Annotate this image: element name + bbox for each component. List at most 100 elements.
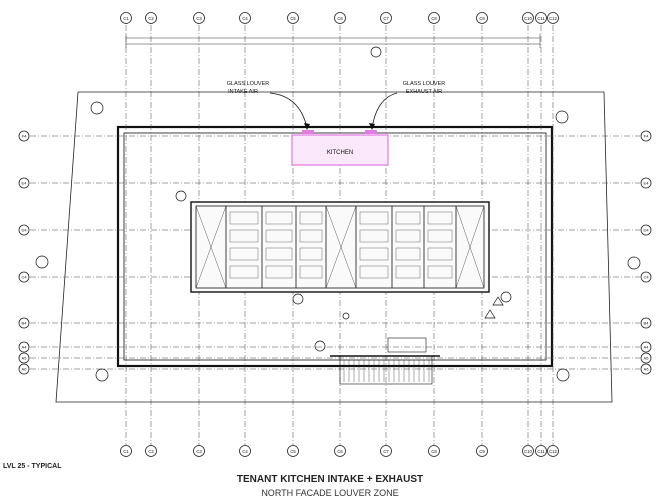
column-grid-bubble [476,12,488,24]
intake-label-line2: INTAKE AIR [228,89,258,95]
core-fixture [299,265,323,279]
row-grid-label: B4 [644,321,650,326]
intake-arrowhead [304,123,310,130]
row-grid-bubble [640,341,652,353]
core-fixture [359,211,389,225]
column-grid-bubble [287,12,299,24]
column-grid-bubble [120,12,132,24]
column-grid-bubble [334,12,346,24]
intake-label-line1: GLASS LOUVER [227,81,270,87]
row-grid-bubble [18,130,30,142]
core-fixture [395,229,421,243]
core-fixture [427,265,453,279]
column-grid-label: C2 [148,16,154,21]
column-grid-bubble [239,12,251,24]
column-grid-bubble [522,12,534,24]
exhaust-label-line1: GLASS LOUVER [403,81,446,87]
column-grid-label: C7 [383,16,389,21]
row-grid-bubble [18,352,30,364]
column-grid-label: C5 [290,16,296,21]
column-grid-label: C4 [242,16,248,21]
row-grid-label: E4 [22,181,28,186]
core-fixture [265,229,293,243]
row-grid-label: D4 [21,228,27,233]
drawing-subtitle: NORTH FACADE LOUVER ZONE [261,488,399,498]
core-rooms [195,205,485,289]
row-grid-label: A6 [644,367,650,372]
core-fixture [395,265,421,279]
column-grid-bubble [428,445,440,457]
column-grid-label: C1 [123,449,129,454]
building-slab-outer [116,125,554,368]
triangle-markers [484,296,504,319]
intake-leader-arrow [269,92,308,129]
column-grid-bubble [334,445,346,457]
column-grid-label: C8 [431,449,437,454]
core-fixture [427,211,453,225]
entry-stair [330,337,440,385]
column-grid-label: C9 [479,449,485,454]
site-outline [55,91,613,403]
column-grid-bubbles: C1C1C2C2C3C3C4C4C5C5C6C6C7C7C8C8C9C9C10C… [120,12,559,457]
column-grid-label: C9 [479,16,485,21]
row-grid-label: A4 [644,345,650,350]
column-grid-bubble [239,445,251,457]
column-grid-bubble [120,445,132,457]
row-grid-label: A5 [644,356,650,361]
column-grid-label: C10 [524,16,532,21]
row-grid-bubble [18,177,30,189]
intake-louver [302,130,314,134]
column-grid-label: C11 [537,449,545,454]
column-grid-bubble [145,12,157,24]
core-fixture [265,247,293,261]
column-grid-label: C11 [537,16,545,21]
column-grid-bubble [380,12,392,24]
shaft-cross [195,205,227,289]
row-grid-label: A6 [22,367,28,372]
core-fixture [299,247,323,261]
column-grid-bubble [145,445,157,457]
row-grid-bubble [18,271,30,283]
row-grid-bubble [18,341,30,353]
column-grid-bubble [535,445,547,457]
drawing-title: TENANT KITCHEN INTAKE + EXHAUST [236,474,424,485]
exhaust-arrowhead [369,123,375,130]
exhaust-leader-arrow [371,92,398,129]
column-grid-label: C6 [337,449,343,454]
core-fixture [359,229,389,243]
exhaust-label-line2: EXHAUST AIR [406,89,442,95]
core-fixture [395,211,421,225]
row-grid-bubble [18,363,30,375]
row-grid-bubble [640,271,652,283]
row-grid-label: D4 [643,228,649,233]
column-grid-bubble [287,445,299,457]
core-fixture [299,229,323,243]
column-grid-label: C8 [431,16,437,21]
kitchen-zone [291,134,389,166]
core-fixture [229,229,259,243]
exhaust-louver [365,130,377,134]
stair-treads [343,360,430,382]
shaft-cross [455,205,485,289]
core-fixture [395,247,421,261]
row-grid-bubble [640,352,652,364]
column-grid-bubble [547,12,559,24]
building-slab-inner [123,132,547,361]
row-grid-bubble [640,130,652,142]
column-grid-bubble [476,445,488,457]
core-fixture [265,265,293,279]
column-grid-bubble [193,445,205,457]
core-fixture [229,265,259,279]
row-grid-bubble [640,317,652,329]
column-grid-label: C6 [337,16,343,21]
row-grid-label: E4 [644,181,650,186]
section-markers [35,46,641,382]
column-grid-bubble [535,12,547,24]
building-core [190,201,490,293]
column-grid-label: C3 [196,16,202,21]
column-grid-label: C3 [196,449,202,454]
core-fixture [299,211,323,225]
column-grid-bubble [522,445,534,457]
